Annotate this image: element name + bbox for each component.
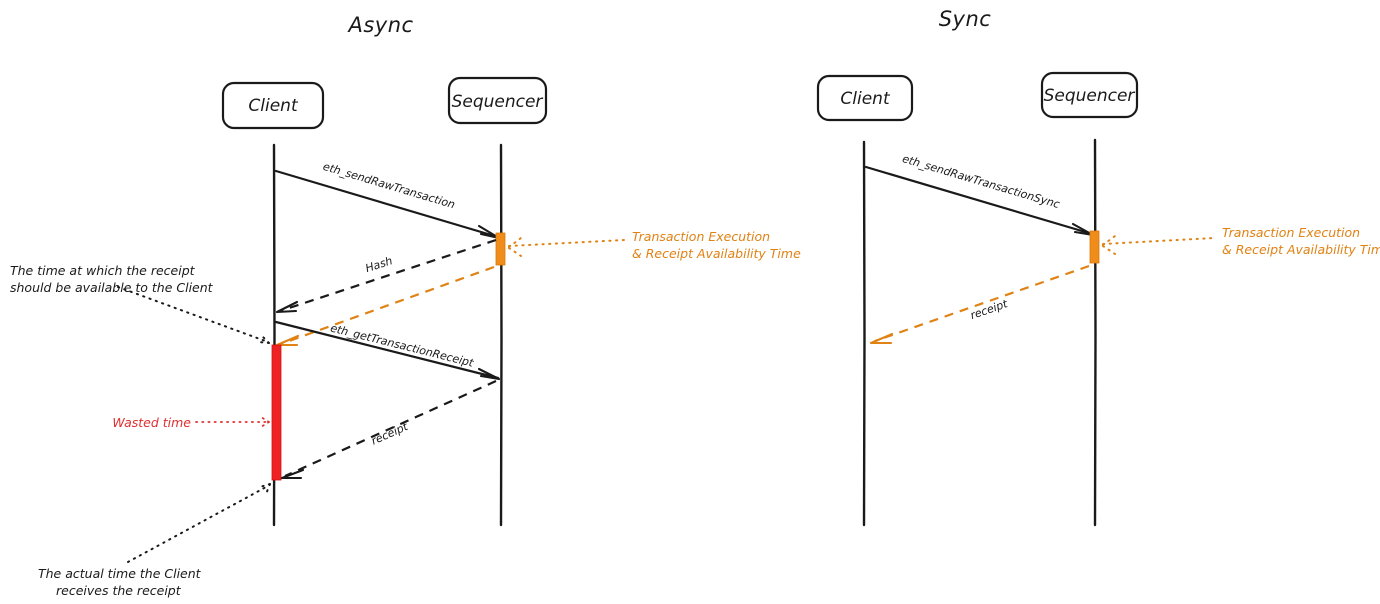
sync-exec-note-line2: & Receipt Availability Time [1222,242,1380,257]
panel-async: Async Client Sequencer eth_sendRawTransa… [10,13,801,598]
sync-sequencer-label: Sequencer [1044,86,1136,106]
sync-client-lifeline [862,140,866,527]
async-exec-note-connector-fan [508,237,522,257]
sync-msg-send-raw-transaction-sync[interactable]: eth_sendRawTransactionSync [864,152,1095,237]
async-msg-orange-line [280,265,495,346]
async-msg3-arrowhead [477,367,501,381]
sync-msg2-arrowhead [869,332,894,345]
async-should-note-line2: should be available to the Client [10,280,214,295]
sync-exec-note-connector [1102,237,1215,245]
async-sequencer-box [447,76,548,125]
async-msg2-line [279,238,497,313]
async-actual-time-note: The actual time the Client receives the … [38,566,202,598]
async-msg4-line [284,379,497,478]
async-msg-hash[interactable]: Hash [275,238,497,314]
async-msg2-arrowhead [275,300,299,314]
async-msg3-line [274,320,500,380]
panel-sync: Sync Client Sequencer eth_sendRawTransac… [816,7,1380,527]
async-actor-sequencer[interactable]: Sequencer [447,76,548,125]
async-msg-receipt[interactable]: receipt [280,379,497,480]
async-msg-get-transaction-receipt[interactable]: eth_getTransactionReceipt [274,320,501,381]
async-msg1-line [274,169,500,239]
async-execution-bar [495,232,506,266]
async-msg4-label: receipt [369,420,410,448]
async-should-note-connector [117,286,269,343]
sync-msg1-line [864,165,1094,236]
sync-actor-sequencer[interactable]: Sequencer [1040,71,1139,119]
async-sequencer-label: Sequencer [452,92,544,112]
sync-sequencer-lifeline [1093,138,1097,527]
async-msg3-label: eth_getTransactionReceipt [329,322,475,370]
sync-exec-note-connector-fan [1102,235,1116,255]
sync-client-label: Client [840,89,891,109]
async-title: Async [346,13,413,37]
async-exec-note-line2: & Receipt Availability Time [632,246,801,261]
async-sequencer-lifeline [499,143,503,527]
async-actual-note-connector-head [259,483,271,495]
async-msg2-label: Hash [364,254,394,275]
async-msg-send-raw-transaction[interactable]: eth_sendRawTransaction [274,160,501,240]
async-exec-note-connector [508,239,625,247]
async-wasted-time-bar [271,344,282,481]
sync-client-box [816,74,914,122]
sync-msg1-label: eth_sendRawTransactionSync [901,152,1062,211]
sync-msg2-label: receipt [969,297,1010,322]
async-actual-note-connector [127,485,269,563]
async-wasted-time-note: Wasted time [112,415,191,430]
sync-sequencer-box [1040,71,1139,119]
async-client-box [221,81,325,130]
async-should-note-line1: The time at which the receipt [10,263,196,278]
sync-msg2-line [874,264,1090,343]
sync-exec-time-note: Transaction Execution & Receipt Availabi… [1222,225,1380,257]
async-actual-note-line1: The actual time the Client [38,566,202,581]
async-exec-time-note: Transaction Execution & Receipt Availabi… [632,229,801,261]
sync-exec-note-line1: Transaction Execution [1222,225,1360,240]
async-client-label: Client [248,96,299,116]
async-exec-note-line1: Transaction Execution [632,229,770,244]
async-actor-client[interactable]: Client [221,81,325,130]
async-receipt-should-note: The time at which the receipt should be … [10,263,214,295]
async-wasted-note-arrowhead [260,416,270,428]
sync-title: Sync [939,7,992,31]
async-msg4-arrowhead [280,468,305,480]
sync-msg-receipt[interactable]: receipt [869,264,1090,345]
async-msg-orange-arrowhead [275,334,300,347]
async-actual-note-line2: receives the receipt [56,583,182,598]
async-should-note-connector-head [258,333,270,344]
sync-actor-client[interactable]: Client [816,74,914,122]
async-msg-receipt-available [275,265,495,347]
sync-execution-bar [1089,230,1100,264]
